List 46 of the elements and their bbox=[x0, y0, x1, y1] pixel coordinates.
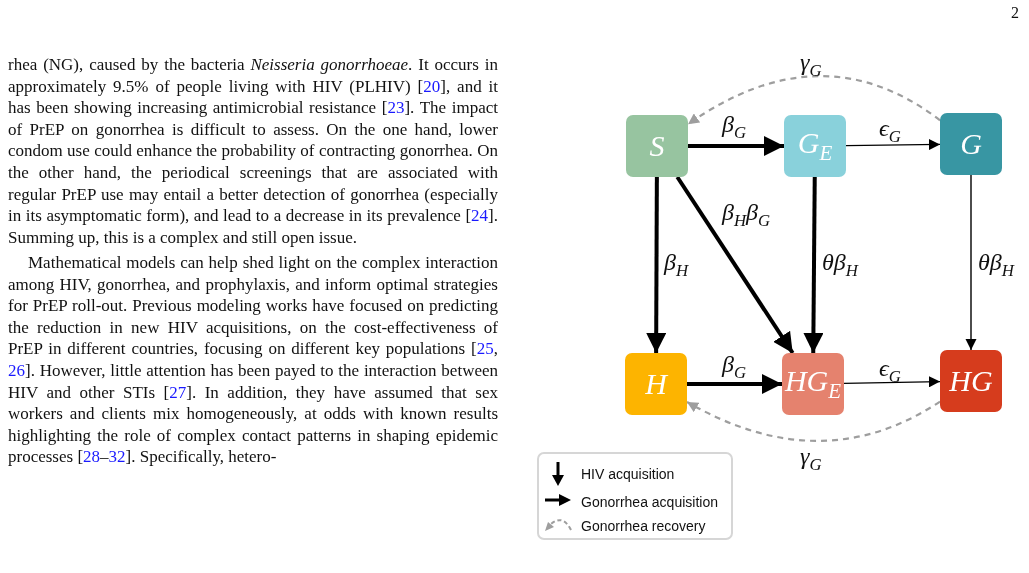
state-box bbox=[784, 115, 846, 177]
body-paragraph: Mathematical models can help shed light on the complex interaction among HIV, gonorrhea, and prophylaxis, and inform optimal strategies for PrEP roll-out. Previous modeling works have focused on predicting the reduction in new HIV acquisitions, on the cost-effectiveness of PrEP in different countries, focusing on different key populations [25, 26]. However, little attention has been payed to the interaction between HIV and other STIs [27]. In addition, they have assumed that sex workers and clients mix homogeneously, at odds with known results highlighting the role of complex contact patterns in shaping epidemic processes [28–32]. Specifically, hetero- bbox=[8, 252, 498, 468]
state-label: G bbox=[960, 129, 982, 159]
citation-link: 27 bbox=[169, 382, 187, 402]
citation-link: 32 bbox=[108, 447, 126, 467]
arrow bbox=[803, 176, 824, 354]
rate-label: β$_{H}$ bbox=[664, 250, 689, 280]
arrow bbox=[688, 136, 784, 156]
state-box bbox=[626, 115, 688, 177]
page-number: 2 bbox=[1011, 4, 1019, 22]
rate-label: β$_{G}$ bbox=[722, 112, 747, 142]
state-box bbox=[940, 350, 1002, 412]
rate-label: θβ$_{H}$ bbox=[822, 250, 858, 280]
rate-label: β$_{G}$ bbox=[722, 352, 747, 382]
citation-link: 20 bbox=[423, 76, 441, 96]
state-label: S bbox=[649, 131, 665, 161]
citation-link: 26 bbox=[8, 360, 25, 380]
rate-label: β$_{H}$β$_{G}$ bbox=[722, 200, 771, 230]
state-label: H bbox=[645, 369, 667, 399]
arrow bbox=[646, 177, 667, 353]
rate-label: ϵ$_{G}$ bbox=[879, 356, 901, 386]
legend-label: Gonorrhea acquisition bbox=[581, 495, 718, 509]
citation-link: 24 bbox=[471, 206, 489, 226]
citation-link: 25 bbox=[476, 339, 494, 359]
arrow bbox=[965, 174, 977, 351]
arrow bbox=[687, 374, 782, 394]
citation-link: 28 bbox=[83, 447, 101, 467]
state-label: HG bbox=[949, 366, 993, 396]
legend-label: Gonorrhea recovery bbox=[581, 519, 706, 533]
dashed-arrow bbox=[687, 75, 941, 126]
legend-label: HIV acquisition bbox=[581, 467, 675, 481]
state-label: G$_{E}$ bbox=[797, 128, 833, 164]
arrow bbox=[845, 138, 941, 151]
rate-label: ϵ$_{G}$ bbox=[879, 116, 901, 146]
rate-label: γ$_{G}$ bbox=[800, 50, 822, 80]
arrow bbox=[843, 376, 941, 388]
arrow bbox=[675, 175, 795, 355]
rate-label: γ$_{G}$ bbox=[800, 444, 822, 474]
state-label: HG$_{E}$ bbox=[784, 366, 842, 402]
state-box bbox=[782, 353, 844, 415]
rate-label: θβ$_{H}$ bbox=[978, 250, 1014, 280]
state-box bbox=[625, 353, 687, 415]
citation-link: 23 bbox=[387, 98, 405, 118]
body-paragraph: rhea (NG), caused by the bacteria Neisseria gonorrhoeae. It occurs in approximately 9.5% of people living with HIV (PLHIV) [20], and it has been showing increasing antimicrobial resistance [23]. The impact of PrEP on gonorrhea is difficult to assess. On the one hand, lower condom use could enhance the probability of contracting gonorrhea. On the other hand, the periodical screenings that are associated with regular PrEP use may entail a better detection of gonorrhea (especially in its asymptomatic form), and lead to a decrease in its prevalence [24]. Summing up, this is a complex and still open issue. bbox=[8, 54, 498, 249]
state-box bbox=[940, 113, 1002, 175]
dashed-arrow bbox=[686, 400, 941, 442]
